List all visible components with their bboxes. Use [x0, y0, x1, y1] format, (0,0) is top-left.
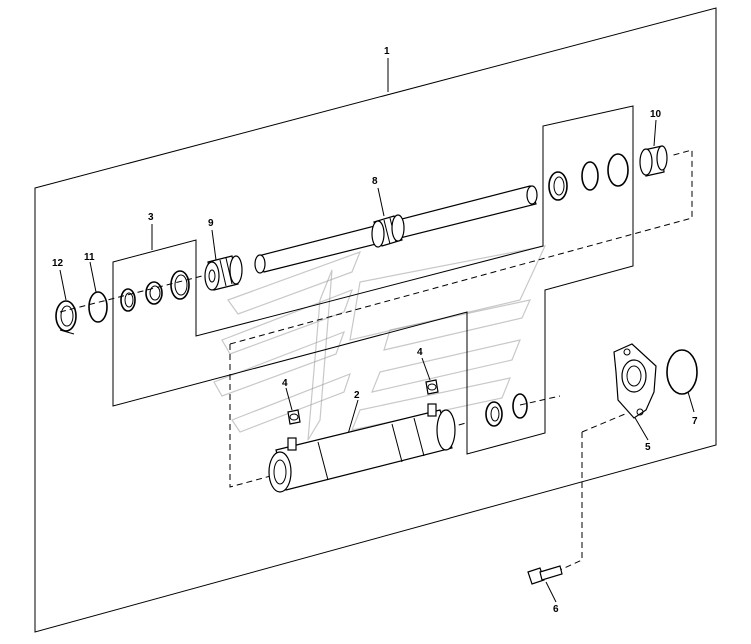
assembly-dashed-path [229, 344, 467, 488]
bolt-dashed-line [559, 413, 626, 571]
seal-rings-left [120, 270, 190, 312]
gland-dashed-line [519, 395, 561, 406]
bushing-part [639, 145, 668, 177]
axis-dashed-line [59, 273, 211, 313]
assembly-dashed-path-upper [229, 149, 693, 345]
piston-part [204, 255, 243, 291]
callout-5: 5 [645, 442, 651, 453]
callout-11: 11 [84, 252, 95, 263]
grease-fitting-right [425, 379, 439, 395]
bolt-part [527, 565, 563, 585]
leader-lines [59, 58, 695, 603]
callout-1: 1 [384, 46, 390, 57]
callout-7: 7 [692, 416, 698, 427]
piston-rod-part [254, 185, 538, 274]
assembly-panel-outline [34, 7, 717, 633]
callout-9: 9 [208, 218, 214, 229]
seal-kit-panel-outline [112, 105, 634, 455]
seal-rings-right [548, 153, 629, 201]
callout-3: 3 [148, 212, 154, 223]
snap-ring-part [55, 300, 77, 335]
watermark-logo [213, 245, 547, 441]
callout-4-right: 4 [417, 347, 423, 358]
grease-fitting-left [287, 409, 301, 425]
callout-10: 10 [650, 109, 662, 120]
retaining-ring-part [88, 291, 108, 323]
gland-seals [485, 393, 528, 427]
callout-6: 6 [553, 604, 559, 615]
callout-4-left: 4 [282, 378, 288, 389]
cylinder-barrel-part [268, 403, 456, 493]
large-ring-part [666, 349, 698, 395]
callout-8: 8 [372, 176, 378, 187]
flange-cap-part [613, 343, 657, 419]
callout-12: 12 [52, 258, 64, 269]
callout-2: 2 [354, 390, 360, 401]
